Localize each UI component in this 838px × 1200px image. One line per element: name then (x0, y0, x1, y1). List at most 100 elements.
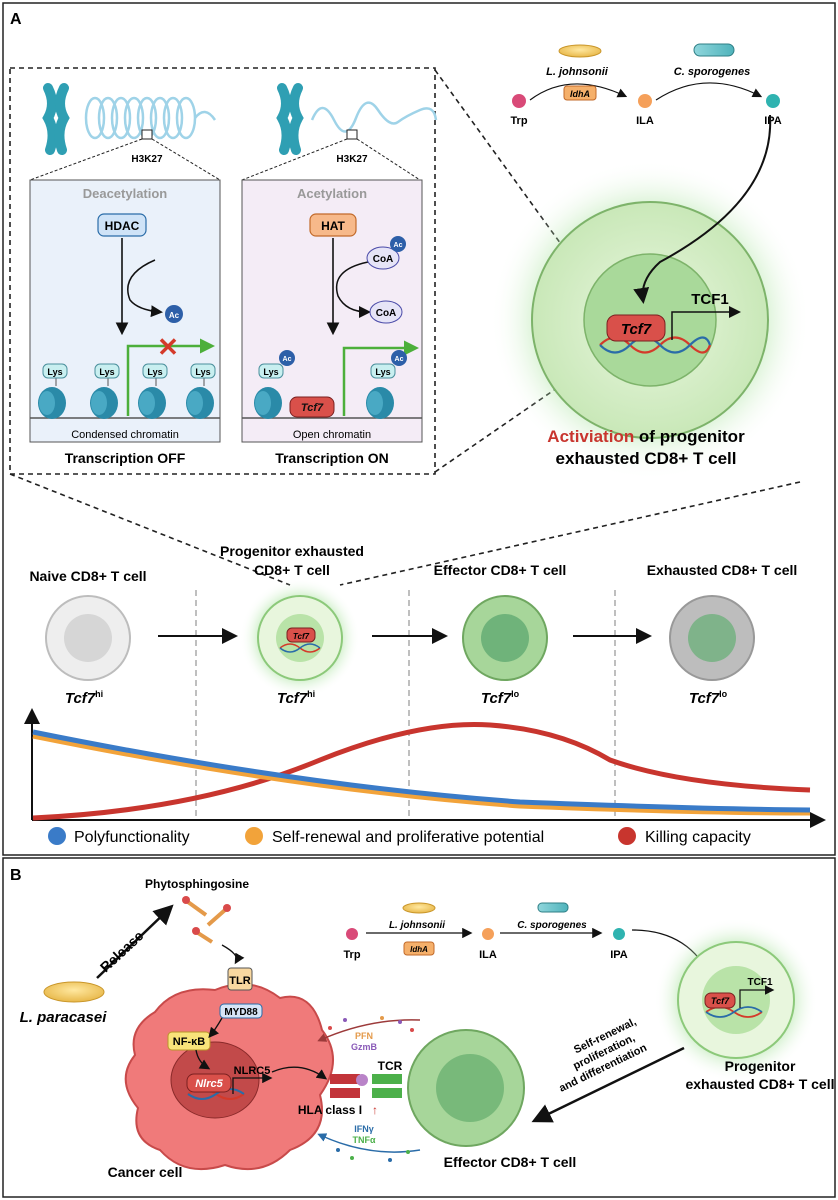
nlrc5-protein-label: NLRC5 (234, 1065, 271, 1077)
clostridium-icon (693, 43, 735, 57)
tcf7-label-b: Tcf7 (711, 996, 730, 1006)
trp-molecule-icon (512, 94, 526, 108)
stage-title: Exhausted CD8+ T cell (647, 562, 798, 578)
hdac-label: HDAC (105, 219, 140, 233)
nlrc5-to-hla-arrow (271, 1066, 328, 1080)
nlrc5-gene-label: Nlrc5 (195, 1078, 223, 1090)
legend-swatch (48, 827, 66, 845)
secretion-dots (328, 1016, 414, 1162)
condensed-caption: Condensed chromatin (71, 429, 179, 441)
ipa-entry-arrow (633, 114, 772, 304)
stage-title-line1: Progenitor exhausted (220, 543, 364, 559)
panel-b-frame (2, 857, 836, 1198)
nfkb-label: NF-κB (173, 1036, 205, 1048)
effector-nucleus-b (436, 1054, 504, 1122)
panel-a-frame (2, 2, 836, 856)
ila-label: ILA (636, 115, 654, 127)
l-johnsonii-label-b: L. johnsonii (389, 920, 445, 931)
progenitor-label-b2: exhausted CD8+ T cell (685, 1076, 834, 1092)
hla-up-arrow: ↑ (372, 1103, 378, 1117)
ac-label: Ac (394, 242, 403, 249)
release-arc (127, 259, 163, 318)
deacetylation-title: Deacetylation (83, 186, 168, 201)
nucleosome-icon (186, 363, 216, 419)
panel-b-label: B (10, 867, 22, 884)
tlr-label: TLR (229, 975, 250, 987)
stage-row (45, 578, 755, 820)
lys-label: Lys (99, 367, 114, 377)
nucleosome-icon (38, 363, 68, 419)
killing-curve (32, 721, 811, 821)
condensed-fiber-icon (84, 96, 217, 140)
tcf7-gene-badge (289, 396, 335, 418)
zoom-square-right (346, 129, 358, 140)
ila-molecule-icon (638, 94, 652, 108)
ac-label: Ac (283, 356, 292, 363)
transcription-arrow-b (739, 985, 775, 1008)
ila-label-b: ILA (479, 949, 497, 961)
myd88-label: MYD88 (224, 1007, 258, 1018)
zoom-connector (434, 69, 606, 306)
metabolite-pathway-b (346, 902, 714, 983)
open-caption: Open chromatin (293, 429, 371, 441)
zoom-line (151, 138, 221, 181)
l-johnsonii-label: L. johnsonii (546, 66, 609, 78)
c-sporogenes-label: C. sporogenes (674, 66, 750, 78)
transcription-arrow (671, 306, 741, 340)
phytosphingosine-label: Phytosphingosine (145, 877, 249, 891)
hla-label: HLA class I (298, 1103, 362, 1117)
cancer-cell-label: Cancer cell (108, 1164, 183, 1180)
zoom-connector (339, 481, 801, 586)
open-fiber-icon (310, 101, 438, 133)
hat-badge (309, 213, 357, 237)
effector-label-b: Effector CD8+ T cell (444, 1154, 577, 1170)
signal-arrow (208, 1017, 223, 1038)
marker-label: Tcf7lo (689, 689, 728, 707)
legend (48, 827, 636, 845)
chromosome-left-icon (42, 83, 70, 155)
coa-arc (335, 261, 371, 318)
zoom-square-left (141, 129, 153, 140)
activation-rest: of progenitor (634, 427, 745, 446)
lys-label: Lys (375, 367, 390, 377)
legend-label: Killing capacity (645, 829, 751, 846)
hdac-badge (97, 213, 147, 237)
to-tlr-arrow (221, 944, 245, 965)
tcf7-large-label: Tcf7 (621, 321, 652, 338)
lys-label: Lys (195, 367, 210, 377)
ifng-label: IFNγ (354, 1124, 374, 1134)
nucleosome-icon (366, 350, 407, 419)
hat-label: HAT (321, 219, 345, 233)
legend-label: Self-renewal and proliferative potential (272, 829, 544, 846)
marker-label: Tcf7lo (481, 689, 520, 707)
zoom-line (356, 138, 421, 181)
tcf1-large-label: TCF1 (691, 291, 729, 308)
nucleosome-icon (254, 350, 295, 419)
myd88-badge (219, 1003, 263, 1019)
progenitor-tcf7-badge: Tcf7 (293, 632, 310, 641)
signal-arrow (195, 1049, 211, 1070)
tcf7-badge-large (606, 314, 666, 342)
c-sporogenes-label-b: C. sporogenes (517, 920, 587, 931)
release-arrow (96, 904, 174, 979)
transcription-on: Transcription ON (275, 450, 389, 466)
panel-a-label: A (10, 11, 22, 28)
h3k27-left: H3K27 (131, 154, 163, 165)
polyfunctionality-curve (32, 729, 811, 813)
activation-caption-line1: Activiation of progenitor (547, 427, 745, 446)
ac-ball (390, 236, 406, 252)
lactobacillus-icon (558, 44, 602, 58)
deacetylation-box: Deacetylation HDAC Ac ✕ Lys Lys (29, 179, 221, 443)
acetylation-box: Acetylation HAT CoA Ac CoA Lys Ac Tcf7 L… (241, 179, 423, 443)
l-paracasei-icon (43, 981, 105, 1003)
cytotoxic-arrow (317, 1019, 421, 1042)
ldha-label: ldhA (570, 89, 590, 99)
tlr-receptor (227, 967, 253, 991)
tcf1-label-b: TCF1 (748, 977, 773, 988)
promoter-arrow (126, 338, 215, 416)
lys-label: Lys (263, 367, 278, 377)
activation-word: Activiation (547, 427, 634, 446)
stage-title: Effector CD8+ T cell (434, 562, 567, 578)
differentiation-arrow (531, 1046, 685, 1123)
legend-swatch (245, 827, 263, 845)
